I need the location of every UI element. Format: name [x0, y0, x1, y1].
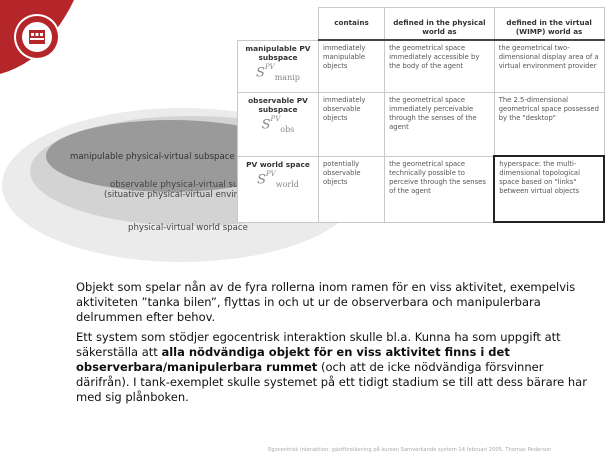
table-cell: immediately observable objects	[317, 91, 386, 157]
row-name: manipulable PV subspace	[245, 43, 311, 62]
paragraph: Ett system som stödjer egocentrisk inter…	[76, 330, 587, 404]
paragraph: Objekt som spelar nån av de fyra rollern…	[76, 280, 576, 324]
column-header-physical: defined in the physical world as	[384, 7, 495, 41]
manipulable-subspace-label: manipulable physical-virtual subspace	[70, 152, 235, 162]
table-cell: the geometrical space immediately percei…	[384, 91, 495, 157]
table-cell: immediately manipulable objects	[317, 39, 386, 93]
table-cell: the geometrical space technically possib…	[384, 155, 495, 223]
slide-body-text: Objekt som spelar nån av de fyra rollern…	[76, 280, 591, 410]
observable-subspace-label: observable physical-virtual subspa	[110, 180, 260, 190]
row-symbol: SPVobs	[261, 114, 295, 134]
table-cell: The 2.5-dimensional geometrical space po…	[493, 91, 605, 157]
emphasis-text: alla nödvändiga objekt för en viss aktiv…	[76, 345, 510, 374]
row-header: PV world space SPVworld	[237, 155, 319, 223]
table-cell: potentially observable objects	[317, 155, 386, 223]
row-symbol: SPVmanip	[256, 62, 300, 82]
row-name: observable PV subspace	[248, 95, 308, 114]
world-space-label: physical-virtual world space	[128, 223, 248, 233]
table-cell: the geometrical two-dimensional display …	[493, 39, 605, 93]
column-header-contains: contains	[317, 7, 386, 41]
university-seal-icon	[0, 0, 74, 74]
row-header: manipulable PV subspace SPVmanip	[237, 39, 319, 93]
row-symbol: SPVworld	[257, 169, 299, 189]
observable-subspace-sublabel: (situative physical-virtual environm	[104, 190, 257, 200]
row-header: observable PV subspace SPVobs	[237, 91, 319, 157]
table-corner	[237, 7, 319, 40]
table-row: manipulable PV subspace SPVmanip immedia…	[237, 39, 605, 93]
table-cell: the geometrical space immediately access…	[384, 39, 495, 93]
table-row: PV world space SPVworld potentially obse…	[237, 155, 605, 223]
row-name: PV world space	[246, 159, 310, 169]
table-header-row: contains defined in the physical world a…	[237, 7, 605, 41]
subspace-table: contains defined in the physical world a…	[237, 7, 605, 223]
column-header-virtual: defined in the virtual (WIMP) world as	[493, 7, 605, 41]
slide-footer: Egocentrisk interaktion: gästföreläsning…	[268, 447, 552, 453]
highlighted-cell: hyperspace: the multi-dimensional topolo…	[493, 155, 605, 223]
table-row: observable PV subspace SPVobs immediatel…	[237, 91, 605, 157]
